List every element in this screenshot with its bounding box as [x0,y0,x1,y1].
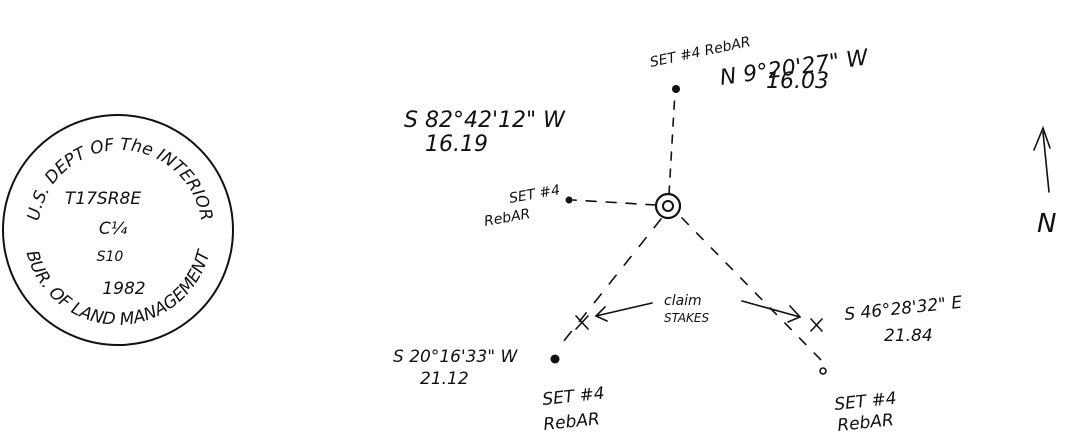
west-rebar-label-1: SET #4 [508,182,561,207]
annotation-southeast: S 46°28'32" E 21.84 SET #4 RebAR [833,293,963,436]
west-rebar-label-2: RebAR [483,206,532,230]
stamp-outer-ring [2,114,234,346]
survey-lines [558,91,824,363]
claim-stake-mark-left [575,315,589,330]
claim-stake-mark-right [810,318,823,332]
north-arrow-shaft [1042,131,1050,193]
southeast-bearing: S 46°28'32" E [843,293,963,325]
monument-outer-circle [654,192,682,220]
rebar-point-north [672,85,680,93]
southeast-distance: 21.84 [884,326,933,346]
rebar-point-southwest [550,354,560,364]
west-distance: 16.19 [425,132,488,157]
monument-inner-circle [662,200,674,212]
annotation-southwest: S 20°16'33" W 21.12 SET #4 RebAR [393,347,606,435]
stamp-year: 1982 [102,279,145,299]
north-arrow-head [1033,125,1051,151]
stamp-corner: C¼ [99,219,128,239]
north-distance: 16.03 [766,69,829,94]
claim-arrow-right [741,300,802,323]
line-west [572,199,657,206]
north-arrow: N [1033,125,1056,239]
claim-label: claim [664,293,702,309]
line-southeast [681,217,824,363]
stakes-label: STAKES [664,311,710,325]
annotation-west: S 82°42'12" W 16.19 SET #4 RebAR [404,108,566,230]
west-bearing: S 82°42'12" W [404,108,566,133]
southwest-rebar-label-2: RebAR [542,409,600,435]
southeast-rebar-label-2: RebAR [836,410,894,436]
rebar-point-west [565,196,573,204]
southwest-distance: 21.12 [420,369,469,389]
southwest-rebar-label-1: SET #4 [541,384,605,410]
claim-arrow-left [594,302,653,322]
blm-stamp: U.S. DEPT OF The INTERIOR BUR. OF LAND M… [2,114,234,346]
stamp-section: S10 [97,249,124,265]
line-southwest [558,218,662,348]
center-monument [654,192,682,220]
stamp-township-range: T17SR8E [65,189,141,209]
claim-stakes: claim STAKES [575,293,823,332]
rebar-point-southeast [819,367,827,375]
line-north [668,91,676,195]
southwest-bearing: S 20°16'33" W [393,347,518,367]
north-letter: N [1037,209,1056,239]
stamp-top-arc: U.S. DEPT OF The INTERIOR [24,135,216,223]
annotation-north: SET #4 RebAR N 9°20'27" W 16.03 [649,34,871,94]
